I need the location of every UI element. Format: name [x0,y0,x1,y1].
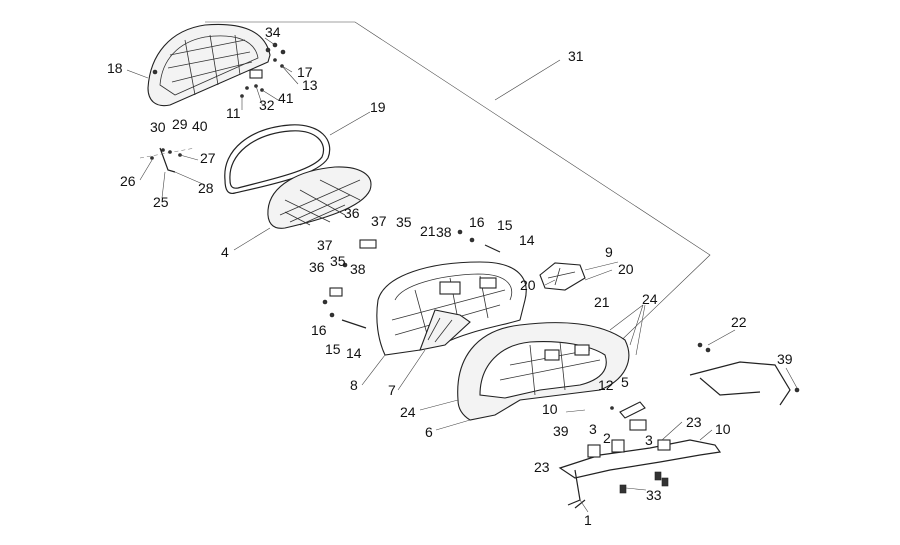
callout-35-left: 35 [330,253,346,269]
left-hardware [322,229,501,329]
callout-17: 17 [297,64,313,80]
part-9-lock [539,262,586,291]
callout-10-left: 10 [542,401,558,417]
callout-13: 13 [302,77,318,93]
callout-21-top: 21 [420,223,436,239]
callout-24-left: 24 [400,404,416,420]
leader-lines [126,37,798,513]
callout-2: 2 [603,430,611,446]
part-22-bracket [689,342,800,406]
callout-31: 31 [568,48,584,64]
callout-6: 6 [425,424,433,440]
callout-38-left: 38 [350,261,366,277]
callout-15-left: 15 [325,341,341,357]
part-5-bracket [610,401,646,419]
callout-27: 27 [200,150,216,166]
part-19-gasket [224,124,331,195]
callout-14-top: 14 [519,232,535,248]
part-1-frame [558,419,722,509]
part-18-lid-inner [147,23,271,107]
callout-24-right: 24 [642,291,658,307]
callout-19: 19 [370,99,386,115]
callout-40: 40 [192,118,208,134]
callout-37-top: 37 [371,213,387,229]
callout-28: 28 [198,180,214,196]
callout-labels: 18 34 17 13 41 32 11 31 19 30 29 40 27 2… [107,24,793,528]
callout-33: 33 [646,487,662,503]
callout-23-left: 23 [534,459,550,475]
callout-9: 9 [605,244,613,260]
callout-29: 29 [172,116,188,132]
callout-39-left: 39 [553,423,569,439]
callout-37-left: 37 [317,237,333,253]
part-6-case-body [457,322,630,421]
callout-35-top: 35 [396,214,412,230]
callout-36-left: 36 [309,259,325,275]
part-33-nuts [619,471,669,494]
callout-30: 30 [150,119,166,135]
part-4-cover [267,166,372,229]
callout-34: 34 [265,24,281,40]
callout-32: 32 [259,97,275,113]
part-7-latch [419,309,471,351]
callout-7: 7 [388,382,396,398]
callout-41: 41 [278,90,294,106]
callout-11: 11 [226,105,241,121]
callout-38-top: 38 [436,224,452,240]
callout-3-left: 3 [589,421,597,437]
callout-4: 4 [221,244,229,260]
callout-18: 18 [107,60,123,76]
callout-12: 12 [598,377,614,393]
callout-3-right: 3 [645,432,653,448]
callout-8: 8 [350,377,358,393]
callout-22: 22 [731,314,747,330]
callout-20-right: 20 [618,261,634,277]
callout-10-right: 10 [715,421,731,437]
callout-23-right: 23 [686,414,702,430]
group-31-bracket [205,21,711,381]
callout-5: 5 [621,374,629,390]
callout-15-top: 15 [497,217,513,233]
callout-16-left: 16 [311,322,327,338]
callout-26: 26 [120,173,136,189]
callout-39-right: 39 [777,351,793,367]
callout-21-right: 21 [594,294,610,310]
callout-14-left: 14 [346,345,362,361]
callout-25: 25 [153,194,169,210]
callout-36-top: 36 [344,205,360,221]
callout-20-left: 20 [520,277,536,293]
part-8-inner-liner [376,261,527,356]
callout-1: 1 [584,512,592,528]
hinge-parts [139,147,196,173]
callout-16-top: 16 [469,214,485,230]
